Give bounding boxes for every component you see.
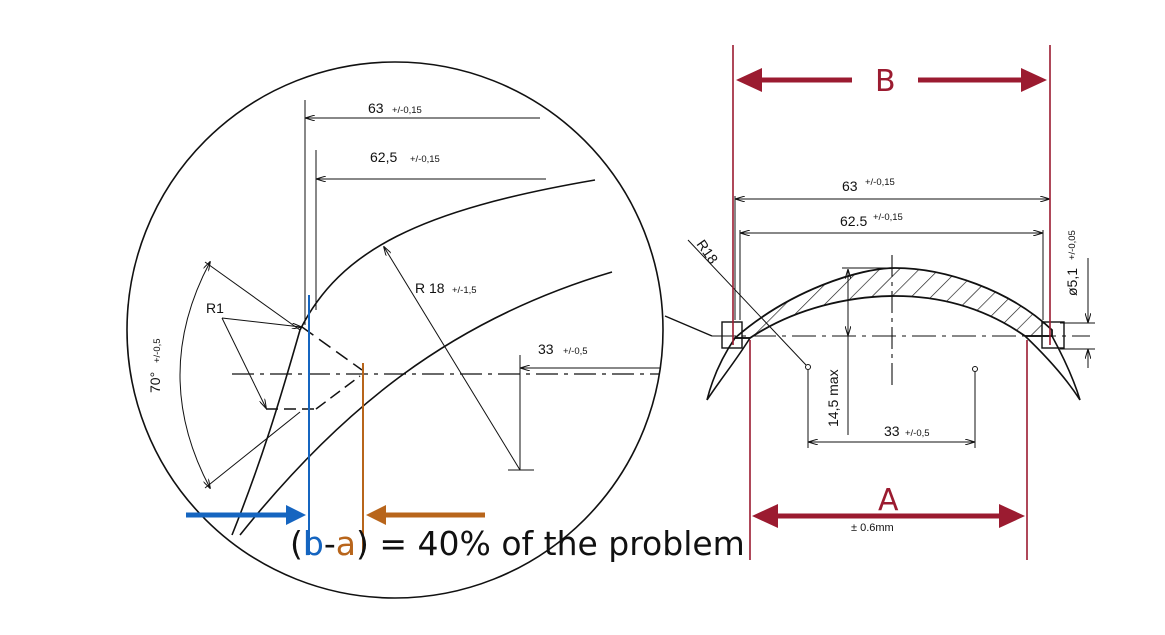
right-lower-tip — [1023, 335, 1081, 401]
orange-arrow — [366, 505, 485, 525]
detail-view: 63 +/-0,15 62,5 +/-0,15 R 18 +/-1,5 33 +… — [126, 61, 713, 599]
r1-leader-top — [221, 317, 301, 327]
left-boss — [721, 321, 743, 349]
detail-dim-625-tol: +/-0,15 — [410, 154, 440, 165]
label-b: B — [875, 64, 896, 99]
angle-ext-lower — [204, 411, 301, 489]
caption: (b-a) = 40% of the problem — [290, 524, 745, 564]
caption-rest: ) = 40% of the problem — [355, 524, 745, 563]
angle-ext-upper — [204, 261, 301, 331]
r1-leader-bottom — [221, 317, 266, 408]
section-view: R18 14,5 max 33 +/-0,5 63 +/-0,15 62.5 +… — [687, 45, 1095, 560]
label-a: A — [878, 483, 899, 518]
detail-circle — [126, 61, 664, 599]
section-dim-625-tol: +/-0,15 — [873, 212, 903, 223]
section-dim-145: 14,5 max — [825, 369, 841, 427]
detail-dim-63-tol: +/-0,15 — [392, 105, 422, 116]
caption-open-paren: ( — [290, 524, 303, 563]
hatched-section — [732, 267, 1053, 339]
section-radius-r18: R18 — [694, 237, 722, 267]
left-lower-tip — [706, 337, 752, 401]
detail-radius-r18: R 18 — [415, 280, 445, 296]
detail-leader-line — [664, 315, 713, 337]
caption-a: a — [335, 524, 356, 563]
b-dimension-arrow — [736, 68, 1047, 92]
caption-dash: - — [323, 524, 336, 563]
detail-dim-63: 63 — [368, 100, 384, 116]
section-dim-33: 33 — [884, 423, 900, 439]
center-point-right — [972, 366, 978, 372]
radius-line-r18 — [384, 247, 521, 471]
detail-dim-33-tol: +/-0,5 — [563, 346, 588, 357]
caption-b: b — [302, 524, 324, 563]
section-dim-33-tol: +/-0,5 — [905, 428, 930, 439]
label-a-tolerance: ± 0.6mm — [851, 522, 894, 534]
angle-arc-70 — [179, 262, 210, 488]
section-dia-51-tol: +/-0,05 — [1067, 230, 1078, 260]
section-dia-51: ø5,1 — [1064, 268, 1080, 296]
detail-angle-70: 70° — [147, 372, 163, 393]
section-dim-625: 62.5 — [840, 213, 867, 229]
tip-edge — [231, 329, 301, 536]
detail-dim-33: 33 — [538, 341, 554, 357]
section-dim-63: 63 — [842, 178, 858, 194]
blue-arrow — [186, 505, 306, 525]
a-dimension-arrow — [752, 504, 1025, 528]
detail-angle-70-tol: +/-0,5 — [152, 338, 163, 363]
detail-radius-r18-tol: +/-1,5 — [452, 285, 477, 296]
detail-dim-625: 62,5 — [370, 149, 397, 165]
outer-profile-curve — [299, 179, 596, 331]
right-boss — [1041, 321, 1065, 349]
section-dim-63-tol: +/-0,15 — [865, 177, 895, 188]
r18-leader — [687, 239, 807, 366]
inner-profile-curve — [239, 271, 613, 536]
detail-radius-r1: R1 — [206, 300, 224, 316]
chamfer-dash-upper — [301, 326, 363, 371]
chamfer-dash-diag — [315, 375, 361, 410]
center-point-left — [805, 364, 811, 370]
